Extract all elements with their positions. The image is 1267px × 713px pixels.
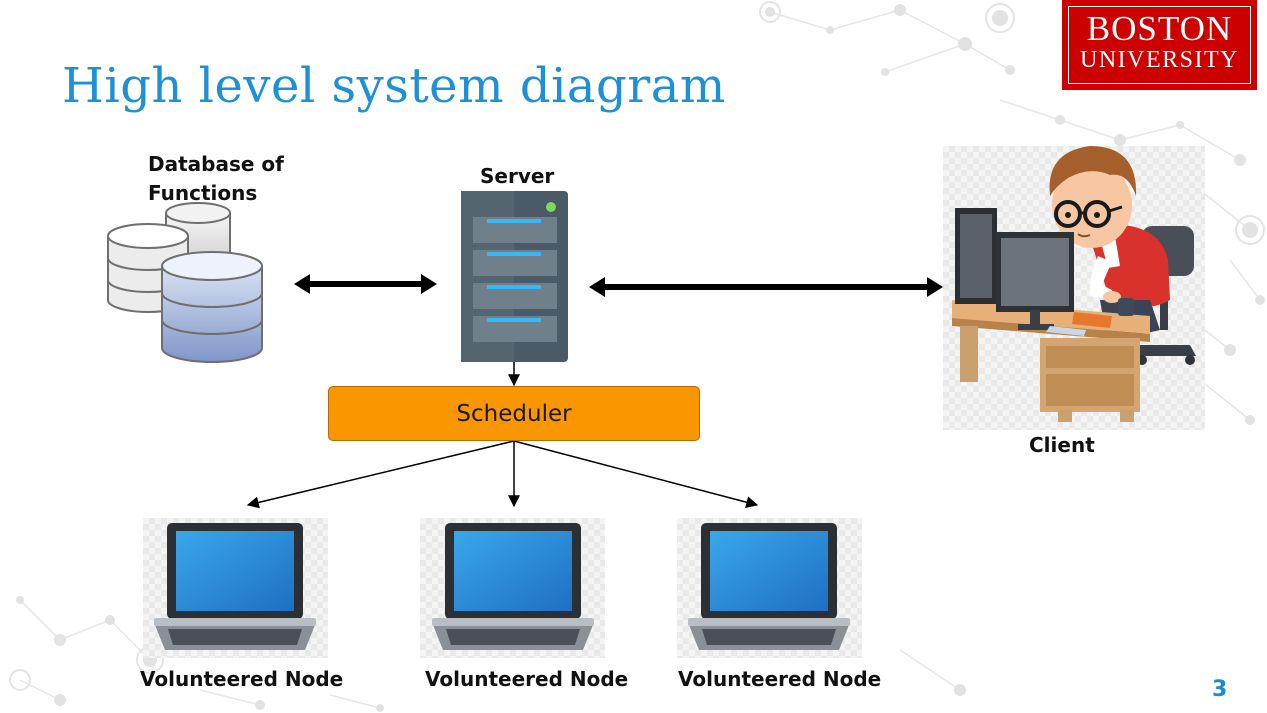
server-label: Server [480, 164, 555, 188]
slide-title: High level system diagram [62, 58, 726, 114]
scheduler-node-arrow-right [513, 440, 759, 509]
db-server-arrow [294, 274, 437, 294]
client-person-icon [952, 146, 1196, 422]
page-number: 3 [1212, 677, 1228, 702]
server-client-arrow [589, 277, 943, 297]
scheduler-node-arrow-left [246, 440, 515, 509]
node-label-1: Volunteered Node [140, 667, 344, 691]
scheduler-box: Scheduler [328, 386, 700, 441]
database-icon [107, 202, 263, 363]
laptop-icon-3 [688, 523, 850, 650]
node-label-2: Volunteered Node [425, 667, 629, 691]
boston-university-logo: BOSTON UNIVERSITY [1062, 0, 1257, 90]
laptop-icon-1 [154, 523, 316, 650]
logo-line-1: BOSTON [1086, 9, 1233, 48]
database-label: Database of Functions [148, 152, 284, 205]
client-label: Client [1029, 433, 1095, 457]
logo-frame: BOSTON UNIVERSITY [1068, 6, 1251, 84]
server-icon [461, 191, 568, 362]
node-label-3: Volunteered Node [678, 667, 882, 691]
logo-line-2: UNIVERSITY [1080, 47, 1239, 73]
scheduler-label: Scheduler [456, 400, 572, 427]
laptop-icon-2 [432, 523, 594, 650]
